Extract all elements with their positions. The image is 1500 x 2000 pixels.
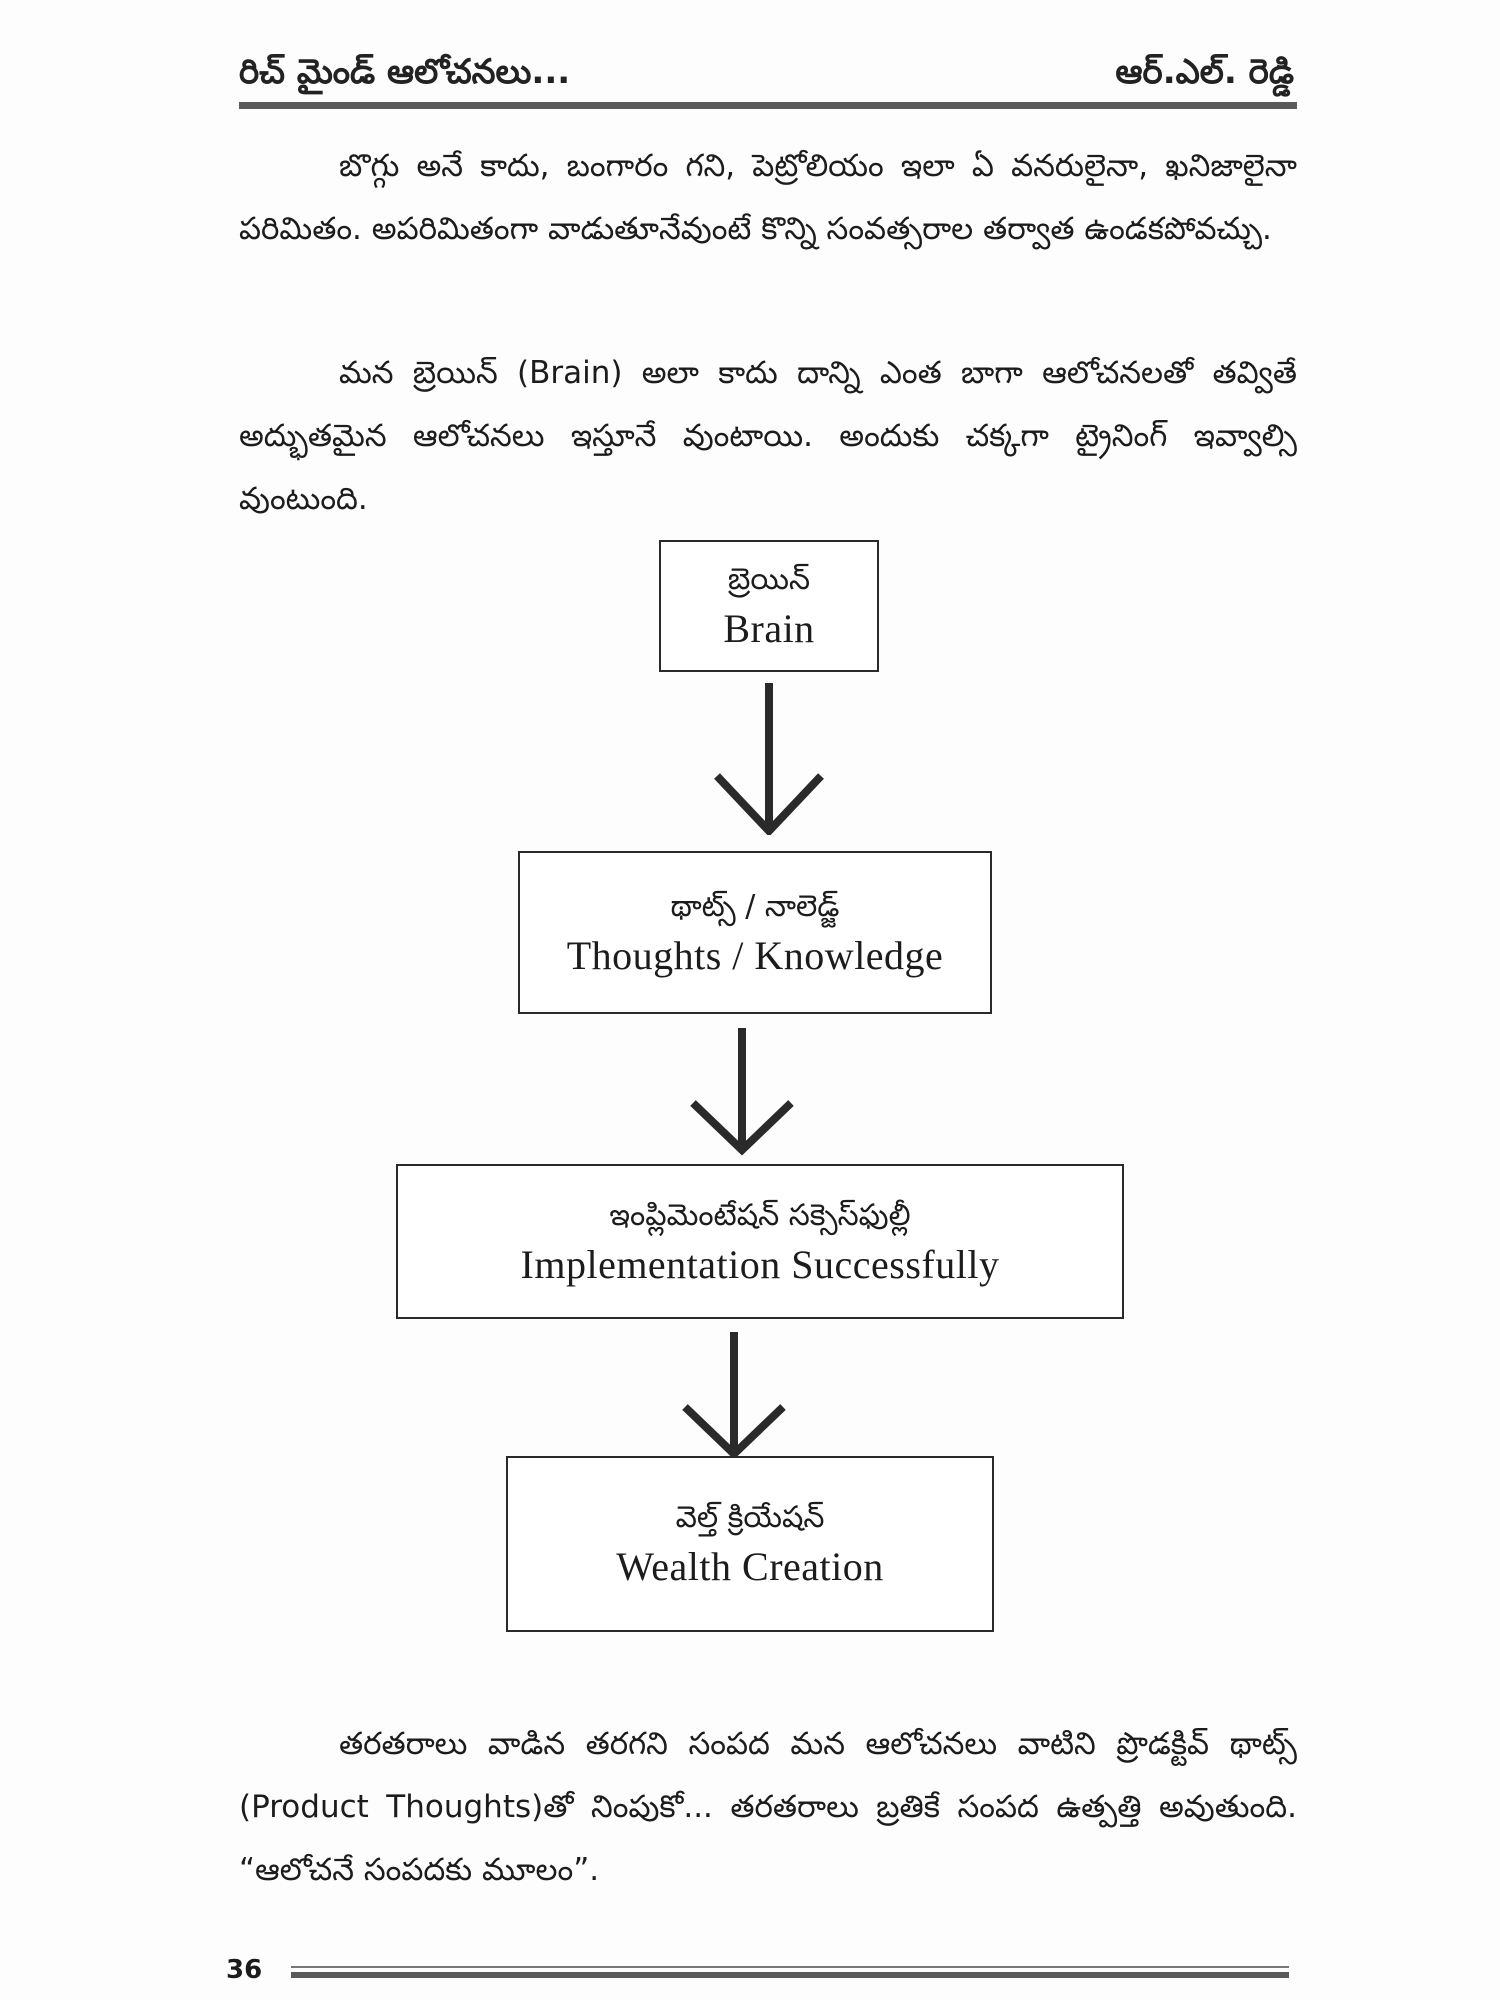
footer-rule-thick [291, 1972, 1289, 1978]
flow-box-implementation: ఇంప్లిమెంటేషన్ సక్సెస్‌ఫుల్లీ Implementa… [396, 1164, 1124, 1319]
page-number: 36 [226, 1955, 263, 1985]
footer-rule-thin [291, 1966, 1289, 1968]
header-rule [239, 102, 1297, 109]
running-header-author: ఆర్.ఎల్. రెడ్డి [1115, 52, 1294, 92]
flow-box-telugu: ఇంప్లిమెంటేషన్ సక్సెస్‌ఫుల్లీ [609, 1197, 911, 1233]
running-header-title: రిచ్ మైండ్ ఆలోచనలు... [239, 52, 571, 92]
flow-box-wealth: వెల్త్ క్రియేషన్ Wealth Creation [506, 1456, 994, 1632]
flow-box-telugu: బ్రెయిన్ [727, 562, 811, 597]
flow-box-telugu: వెల్త్ క్రియేషన్ [675, 1500, 825, 1535]
flow-box-english: Wealth Creation [616, 1544, 884, 1589]
paragraph-1-text: బొగ్గు అనే కాదు, బంగారం గని, పెట్రోలియం … [239, 148, 1297, 247]
paragraph-3-text: తరతరాలు వాడిన తరగని సంపద మన ఆలోచనలు వాటి… [239, 1726, 1297, 1888]
down-arrow-icon [690, 1028, 794, 1156]
flow-box-thoughts: థాట్స్ / నాలెడ్జ్ Thoughts / Knowledge [518, 851, 992, 1014]
paragraph-1: బొగ్గు అనే కాదు, బంగారం గని, పెట్రోలియం … [239, 135, 1297, 261]
flow-box-english: Implementation Successfully [520, 1241, 1000, 1287]
down-arrow-icon [682, 1332, 786, 1460]
flow-box-english: Brain [723, 606, 815, 651]
paragraph-2-text: మన బ్రెయిన్ (Brain) అలా కాదు దాన్ని ఎంత … [239, 355, 1297, 517]
flow-box-brain: బ్రెయిన్ Brain [659, 540, 879, 672]
flow-box-english: Thoughts / Knowledge [566, 932, 944, 978]
paragraph-3: తరతరాలు వాడిన తరగని సంపద మన ఆలోచనలు వాటి… [239, 1713, 1297, 1902]
paragraph-2: మన బ్రెయిన్ (Brain) అలా కాదు దాన్ని ఎంత … [239, 342, 1297, 531]
flow-box-telugu: థాట్స్ / నాలెడ్జ్ [670, 888, 840, 924]
down-arrow-icon [714, 683, 824, 835]
